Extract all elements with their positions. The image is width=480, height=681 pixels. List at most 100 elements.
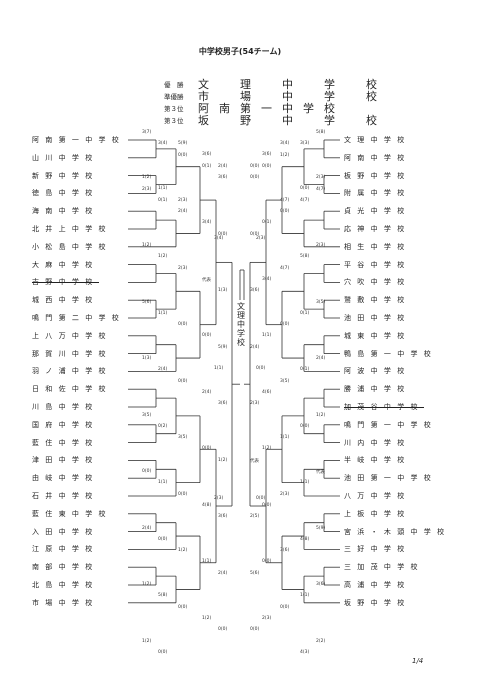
right-team-5: 貞光中学校 xyxy=(344,207,411,216)
left-score-41: 1(2) xyxy=(142,582,152,587)
right-score-11: 2(3) xyxy=(316,243,326,248)
right-team-18: 川内中学校 xyxy=(344,438,411,447)
right-score-19: 1(1) xyxy=(262,333,272,339)
left-score-25: 3(6) xyxy=(218,401,228,407)
right-score-4: 0(0) xyxy=(262,163,272,169)
right-score-47: 4(3) xyxy=(300,649,310,655)
left-team-26: 北島中学校 xyxy=(32,581,99,589)
left-score-40: 2(4) xyxy=(218,570,228,576)
left-team-25: 南部中学校 xyxy=(32,563,99,572)
result-rank: 第３位 xyxy=(164,105,184,113)
center-score-4: 0(0) xyxy=(256,366,266,371)
left-team-15: 日和佐中学校 xyxy=(32,385,112,394)
right-score-48: 3(4) xyxy=(280,141,290,147)
right-score-31: 代表 xyxy=(316,470,325,475)
right-score-25: 2(3) xyxy=(250,401,260,407)
left-score-49: 3(6) xyxy=(202,152,212,158)
right-team-8: 平谷中学校 xyxy=(344,260,411,269)
left-team-22: 藍住東中学校 xyxy=(32,509,112,518)
center-score-1: 3(4) xyxy=(214,236,224,241)
left-score-31: 0(0) xyxy=(142,469,152,474)
result-team: 阿南第一中学校 xyxy=(198,102,345,115)
left-team-6: 北井上中学校 xyxy=(32,225,112,233)
right-score-45: 0(0) xyxy=(250,627,260,633)
left-score-19: 0(0) xyxy=(202,333,212,339)
left-team-7: 小松島中学校 xyxy=(32,242,112,251)
right-score-49: 3(6) xyxy=(262,152,272,158)
right-team-10: 鷲敷中学校 xyxy=(344,296,411,305)
right-score-51: 2(3) xyxy=(316,175,326,180)
left-score-4: 0(1) xyxy=(202,163,212,169)
left-score-45: 0(0) xyxy=(218,627,228,633)
right-score-22: 0(1) xyxy=(300,367,310,373)
right-score-16: 3(5) xyxy=(316,299,326,305)
left-score-50: 2(4) xyxy=(218,163,228,169)
right-team-12: 城東中学校 xyxy=(344,331,411,340)
left-score-30: 1(2) xyxy=(218,457,228,463)
left-score-12: 1(2) xyxy=(158,254,168,260)
left-score-14: 代表 xyxy=(202,277,211,283)
right-team-2: 阿南中学校 xyxy=(344,153,411,162)
left-score-44: 1(2) xyxy=(202,615,212,621)
left-score-13: 2(3) xyxy=(178,265,188,271)
result-row-1: 優 勝 文 理 中 学 校 xyxy=(164,78,387,91)
left-score-22: 2(4) xyxy=(158,367,168,373)
left-score-5: 3(6) xyxy=(218,175,228,181)
left-team-11: 鳴門第二中学校 xyxy=(32,314,126,322)
right-team-14: 阿波中学校 xyxy=(344,367,411,376)
left-score-1: 3(7) xyxy=(142,130,152,135)
right-team-9: 穴吹中学校 xyxy=(344,278,411,287)
left-score-35: 3(6) xyxy=(218,514,228,520)
left-team-5: 海南中学校 xyxy=(32,207,99,216)
right-score-15: 3(6) xyxy=(250,288,260,294)
right-score-5: 0(0) xyxy=(250,175,260,181)
right-score-38: 3(6) xyxy=(280,548,290,554)
left-score-52: 1(1) xyxy=(158,186,168,192)
left-team-2: 山川中学校 xyxy=(32,153,99,162)
left-score-16: 5(6) xyxy=(142,299,152,305)
right-score-32: 1(1) xyxy=(300,480,310,486)
left-team-17: 国府中学校 xyxy=(32,420,99,429)
right-score-42: 1(1) xyxy=(300,593,310,599)
right-team-17: 鳴門第一中学校 xyxy=(344,420,438,429)
left-score-6: 2(3) xyxy=(142,186,152,192)
right-team-11: 池田中学校 xyxy=(344,314,411,322)
right-team-15: 勝浦中学校 xyxy=(344,385,411,394)
left-score-33: 0(0) xyxy=(178,491,188,497)
right-score-34: 0(0) xyxy=(262,502,272,508)
right-score-21: 2(4) xyxy=(316,356,326,361)
left-score-2: 3(4) xyxy=(158,141,168,147)
right-score-27: 0(0) xyxy=(300,423,310,429)
right-team-3: 板野中学校 xyxy=(344,171,411,180)
right-score-3: 1(2) xyxy=(280,152,290,158)
left-team-8: 大麻中学校 xyxy=(32,260,99,269)
champion-label: 文理中学校 xyxy=(234,302,248,347)
left-score-15: 1(3) xyxy=(218,288,228,294)
left-score-51: 1(2) xyxy=(142,175,152,180)
left-team-3: 新野中学校 xyxy=(32,171,99,180)
left-score-37: 0(0) xyxy=(158,536,168,542)
right-score-44: 2(3) xyxy=(262,615,272,621)
left-score-46: 1(2) xyxy=(142,638,152,644)
right-team-6: 応神中学校 xyxy=(344,225,411,233)
right-score-20: 2(4) xyxy=(250,344,260,350)
right-team-1: 文理中学校 xyxy=(344,136,411,144)
left-score-47: 0(0) xyxy=(158,649,168,655)
right-score-50: 0(0) xyxy=(250,163,260,169)
center-score-5: 2(3) xyxy=(214,496,224,501)
right-score-43: 0(0) xyxy=(280,604,290,610)
right-score-8: 0(0) xyxy=(280,209,290,215)
result-rank: 第３位 xyxy=(164,117,184,125)
left-score-36: 2(4) xyxy=(142,525,152,531)
left-score-28: 3(5) xyxy=(178,435,188,441)
left-score-26: 3(5) xyxy=(142,412,152,418)
right-score-13: 4(7) xyxy=(280,265,290,271)
right-score-37: 4(8) xyxy=(300,536,310,542)
right-team-7: 相生中学校 xyxy=(344,242,411,251)
result-row-2: 準優勝 市 場 中 学 校 xyxy=(164,90,387,103)
left-team-13: 那賀川中学校 xyxy=(32,349,112,358)
left-team-16: 川島中学校 xyxy=(32,403,99,411)
right-team-22: 上板中学校 xyxy=(344,509,411,518)
right-team-27: 坂野中学校 xyxy=(344,598,411,607)
